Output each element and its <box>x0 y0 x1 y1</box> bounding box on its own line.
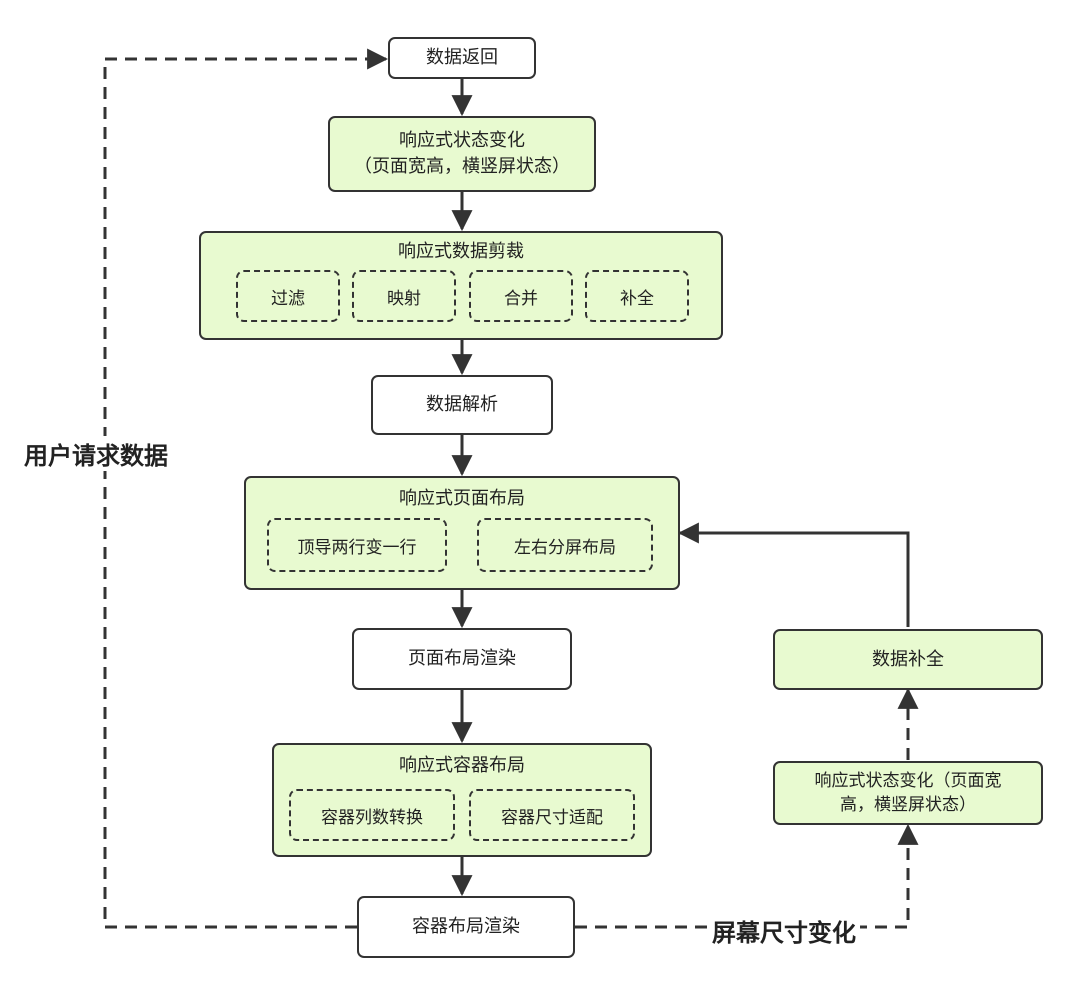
node-state-change-right-line2: 高，横竖屏状态） <box>840 795 976 815</box>
node-state-change-right-line1: 响应式状态变化（页面宽 <box>814 771 1002 791</box>
clip-item-complete-label: 补全 <box>620 288 654 309</box>
layout-item-splitscreen-label: 左右分屏布局 <box>514 537 616 558</box>
node-container-layout-title: 响应式容器布局 <box>399 755 525 776</box>
edge-label-screen-change: 屏幕尺寸变化 <box>708 913 860 948</box>
layout-item-splitscreen: 左右分屏布局 <box>477 518 653 572</box>
node-container-layout: 响应式容器布局 <box>272 743 652 857</box>
node-state-change-top-line1: 响应式状态变化 <box>399 130 525 151</box>
node-page-render-label: 页面布局渲染 <box>408 648 516 669</box>
layout-item-topnav-label: 顶导两行变一行 <box>297 537 417 558</box>
clip-item-map-label: 映射 <box>387 288 421 309</box>
dashed-loop-user-request <box>103 48 389 929</box>
clip-item-filter-label: 过滤 <box>271 288 305 309</box>
node-container-render-label: 容器布局渲染 <box>412 916 520 937</box>
node-page-layout-title: 响应式页面布局 <box>399 488 525 509</box>
node-data-parse: 数据解析 <box>371 375 553 435</box>
node-data-clip-title: 响应式数据剪裁 <box>398 241 524 262</box>
node-data-complete-label: 数据补全 <box>872 648 944 670</box>
container-item-size-label: 容器尺寸适配 <box>501 807 603 828</box>
node-state-change-right: 响应式状态变化（页面宽 高，横竖屏状态） <box>773 761 1043 825</box>
arrow-complete-to-layout <box>677 522 910 627</box>
node-state-change-top: 响应式状态变化 （页面宽高，横竖屏状态） <box>328 116 596 192</box>
clip-item-complete: 补全 <box>585 270 689 322</box>
edge-label-user-request: 用户请求数据 <box>20 436 172 471</box>
container-item-columns: 容器列数转换 <box>289 789 455 841</box>
node-data-parse-label: 数据解析 <box>426 394 498 415</box>
clip-item-filter: 过滤 <box>236 270 340 322</box>
container-item-columns-label: 容器列数转换 <box>321 807 423 828</box>
node-page-render: 页面布局渲染 <box>352 628 572 690</box>
node-state-change-top-line2: （页面宽高，横竖屏状态） <box>354 156 570 177</box>
node-data-return-label: 数据返回 <box>426 47 498 68</box>
clip-item-merge-label: 合并 <box>504 288 538 309</box>
layout-item-topnav: 顶导两行变一行 <box>267 518 447 572</box>
container-item-size: 容器尺寸适配 <box>469 789 635 841</box>
node-data-complete: 数据补全 <box>773 629 1043 690</box>
node-data-return: 数据返回 <box>388 37 536 79</box>
dashed-path-screen-change <box>575 823 919 929</box>
clip-item-map: 映射 <box>352 270 456 322</box>
clip-item-merge: 合并 <box>469 270 573 322</box>
node-container-render: 容器布局渲染 <box>357 896 575 958</box>
